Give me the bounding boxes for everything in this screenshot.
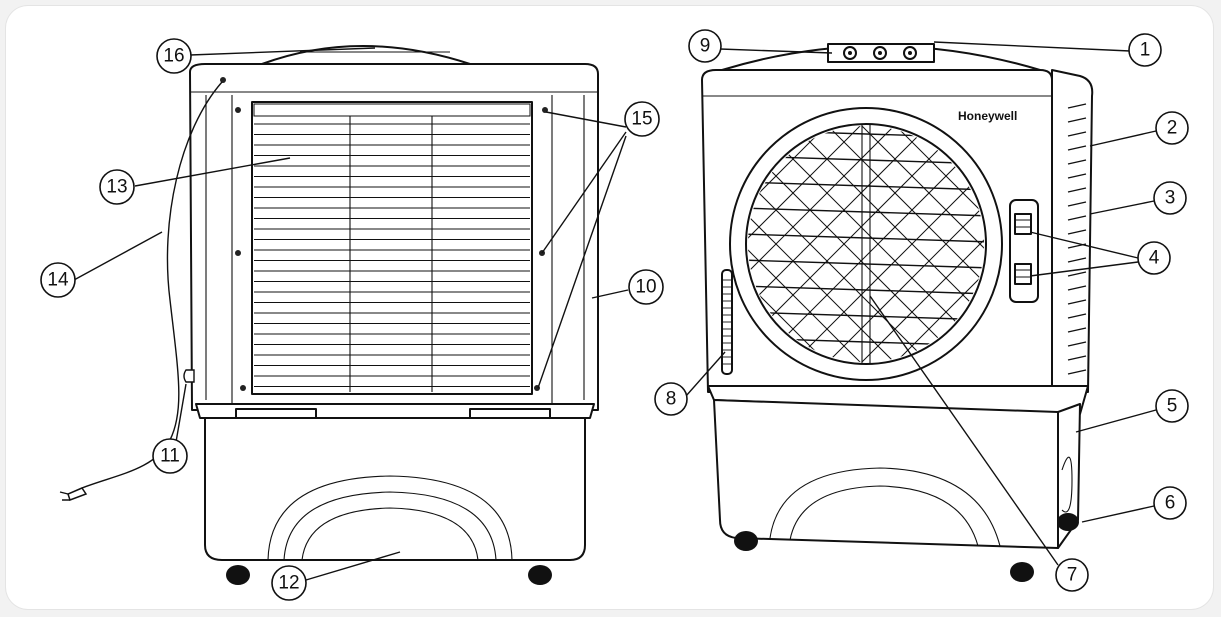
power-cord (81, 81, 223, 489)
power-plug (67, 487, 88, 501)
svg-text:3: 3 (1165, 188, 1176, 209)
svg-text:7: 7 (1067, 565, 1078, 586)
louver-switch-lower (1014, 263, 1032, 285)
cord-clip (220, 77, 226, 83)
callout-16: 16 (156, 38, 192, 74)
water-tank-front (713, 399, 1059, 549)
callout-13: 13 (99, 169, 135, 205)
callout-8: 8 (654, 382, 688, 416)
callout-9: 9 (688, 29, 722, 63)
callout-3: 3 (1153, 181, 1187, 215)
screw (240, 385, 246, 391)
drain-plug-icon (183, 369, 195, 383)
callout-10: 10 (628, 269, 664, 305)
side-panel (1051, 69, 1094, 393)
brand-logo: Honeywell (958, 109, 1017, 123)
caster-wheel (528, 565, 552, 585)
callout-7: 7 (1055, 558, 1089, 592)
front-view-unit: Honeywell (701, 43, 1094, 582)
callout-14: 14 (40, 262, 76, 298)
leader-lines (73, 41, 1157, 581)
svg-text:10: 10 (635, 277, 656, 298)
svg-text:8: 8 (666, 389, 677, 410)
callout-1: 1 (1128, 33, 1162, 67)
svg-text:11: 11 (160, 446, 180, 467)
caster-wheel (734, 531, 758, 551)
callout-5: 5 (1155, 389, 1189, 423)
svg-text:1: 1 (1140, 40, 1151, 61)
svg-text:13: 13 (106, 177, 127, 198)
callout-12: 12 (271, 565, 307, 601)
svg-text:4: 4 (1149, 248, 1160, 269)
caster-wheel (1010, 562, 1034, 582)
back-view-unit (59, 45, 599, 585)
svg-text:2: 2 (1167, 118, 1178, 139)
svg-text:14: 14 (47, 270, 69, 291)
svg-text:15: 15 (631, 109, 652, 130)
filter-panel-back (251, 101, 533, 395)
svg-text:5: 5 (1167, 396, 1178, 417)
water-level-ticks (722, 279, 732, 365)
water-tank-back (204, 417, 586, 561)
caster-wheel (226, 565, 250, 585)
screw (235, 107, 241, 113)
callout-6: 6 (1153, 486, 1187, 520)
svg-text:12: 12 (278, 573, 299, 594)
louver-switch-upper (1014, 213, 1032, 235)
callout-4: 4 (1137, 241, 1171, 275)
caster-wheel (1057, 513, 1079, 531)
callout-11: 11 (152, 438, 188, 474)
filter-slats (254, 123, 530, 387)
screw (235, 250, 241, 256)
svg-text:9: 9 (700, 36, 711, 57)
svg-text:6: 6 (1165, 493, 1176, 514)
svg-text:16: 16 (163, 46, 184, 67)
callout-2: 2 (1155, 111, 1189, 145)
callout-15: 15 (624, 101, 660, 137)
